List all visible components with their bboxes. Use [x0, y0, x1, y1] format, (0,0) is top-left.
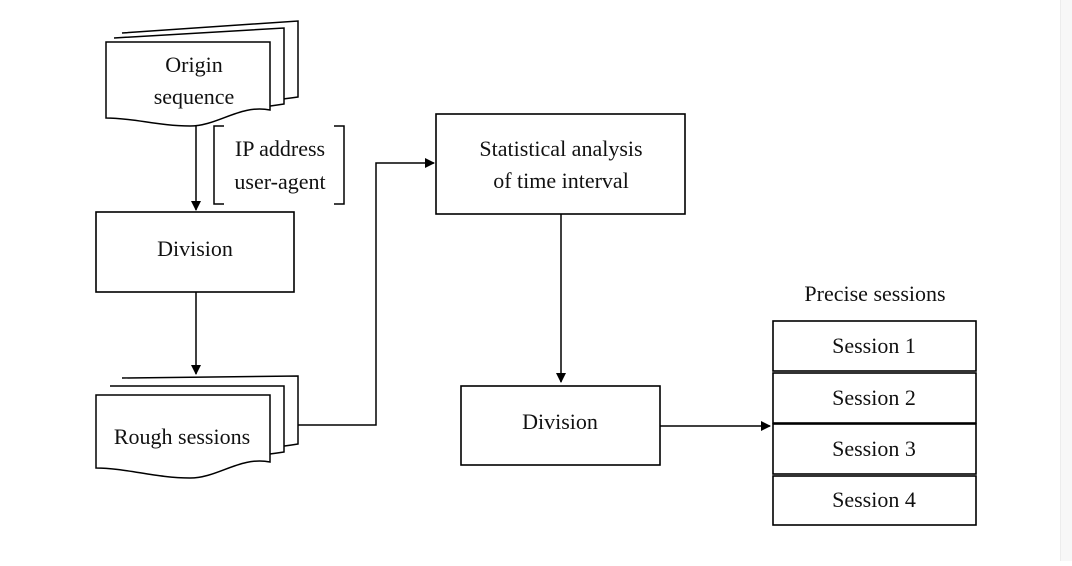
origin-line-2: sequence	[154, 84, 235, 109]
session-3-label: Session 3	[832, 436, 916, 461]
session-4-label: Session 4	[832, 487, 916, 512]
session-2-label: Session 2	[832, 385, 916, 410]
stats-line-1: Statistical analysis	[479, 136, 642, 161]
origin-sequence-document: Origin sequence	[105, 20, 299, 127]
origin-line-1: Origin	[165, 52, 222, 77]
attribute-ip: IP address	[235, 136, 325, 161]
stats-line-2: of time interval	[493, 168, 629, 193]
session-1-label: Session 1	[832, 333, 916, 358]
division-box-2: Division	[460, 385, 661, 466]
statistical-analysis-box: Statistical analysis of time interval	[435, 113, 686, 215]
arrow-rough-to-stats	[298, 158, 435, 426]
attributes-annotation: IP address user-agent	[213, 125, 345, 205]
attribute-user-agent: user-agent	[234, 169, 325, 194]
right-edge-strip	[1060, 0, 1072, 561]
left-bracket	[213, 125, 224, 205]
session-box-3	[772, 423, 977, 475]
division-1-label: Division	[157, 236, 233, 261]
session-list: Session 1 Session 2 Session 3 Session 4	[772, 320, 977, 526]
session-box-2	[772, 372, 977, 424]
division-box-1: Division	[95, 211, 295, 293]
rough-sessions-document: Rough sessions	[95, 375, 299, 479]
rough-sessions-label: Rough sessions	[114, 424, 250, 449]
precise-sessions-title: Precise sessions	[804, 281, 945, 306]
session-box-4	[772, 475, 977, 526]
right-bracket	[334, 125, 345, 205]
division-2-label: Division	[522, 409, 598, 434]
session-box-1	[772, 320, 977, 372]
